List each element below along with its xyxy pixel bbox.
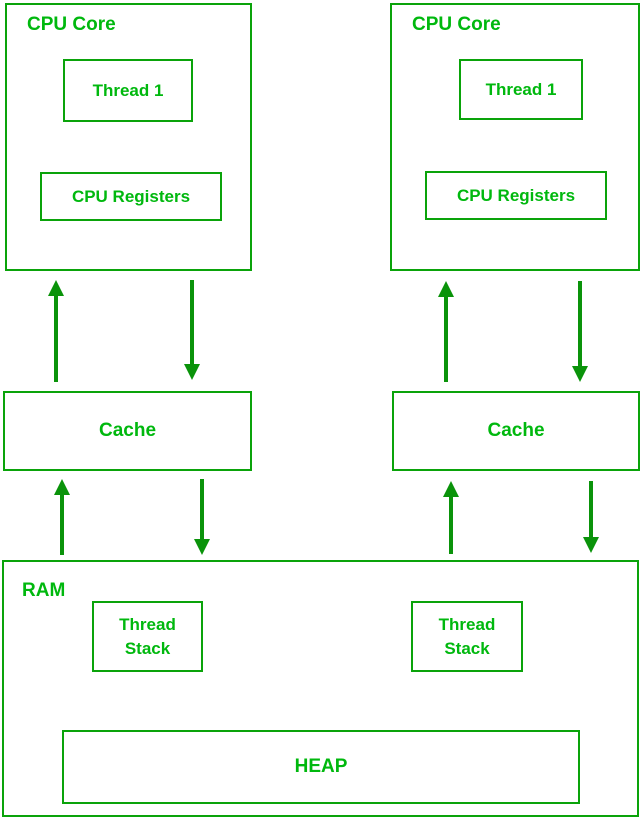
heap-box: HEAP [62,730,580,804]
arrow-down-icon-cache-right-to-ram [583,481,599,553]
arrow-shaft [444,293,448,382]
arrow-shaft [54,292,58,382]
arrow-head [443,481,459,497]
cache-box-left: Cache [3,391,252,471]
arrow-head [438,281,454,297]
cpu-core-left-title: CPU Core [27,14,116,35]
arrow-up-icon-ram-to-cache-right [443,481,459,554]
thread-stack-box-right: Thread Stack [411,601,523,672]
cpu-registers-label-left: CPU Registers [71,186,191,206]
cache-box-right: Cache [392,391,640,471]
cpu-core-right-box: CPU Core [390,3,640,271]
thread-box-right: Thread 1 [459,59,583,120]
cache-label-left: Cache [98,420,157,441]
arrow-head [194,539,210,555]
ram-title: RAM [22,580,66,601]
arrow-head [184,364,200,380]
thread-box-left: Thread 1 [63,59,193,122]
arrow-up-icon-cache-right-to-cpu-right [438,281,454,382]
arrow-head [572,366,588,382]
arrow-shaft [200,479,204,543]
arrow-head [583,537,599,553]
arrow-down-icon-cpu-left-to-cache-left [184,280,200,380]
arrow-shaft [449,493,453,554]
arrow-shaft [60,491,64,555]
thread-label-left: Thread 1 [92,80,164,100]
arrow-head [54,479,70,495]
thread-stack-label-right: Thread Stack [438,614,496,658]
cpu-registers-label-right: CPU Registers [456,185,576,205]
arrow-shaft [578,281,582,370]
cpu-registers-box-right: CPU Registers [425,171,607,220]
thread-stack-label-left: Thread Stack [119,614,176,658]
heap-label: HEAP [294,756,348,777]
thread-stack-box-left: Thread Stack [92,601,203,672]
arrow-shaft [190,280,194,368]
cpu-core-right-title: CPU Core [412,14,501,35]
arrow-head [48,280,64,296]
arrow-down-icon-cache-left-to-ram [194,479,210,555]
arrow-up-icon-ram-to-cache-left [54,479,70,555]
arrow-up-icon-cache-left-to-cpu-left [48,280,64,382]
cpu-registers-box-left: CPU Registers [40,172,222,221]
cache-label-right: Cache [487,420,545,441]
cpu-core-left-box: CPU Core [5,3,252,271]
arrow-down-icon-cpu-right-to-cache-right [572,281,588,382]
thread-label-right: Thread 1 [485,79,557,99]
arrow-shaft [589,481,593,541]
